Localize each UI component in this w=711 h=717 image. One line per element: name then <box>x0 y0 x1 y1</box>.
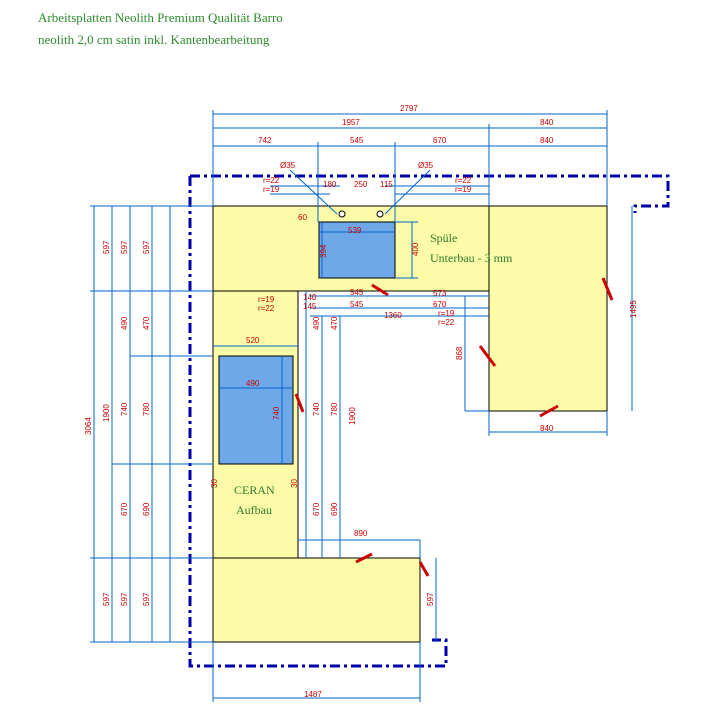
dim-840: 840 <box>540 136 554 145</box>
dim-left-597-e: 597 <box>120 592 129 606</box>
tap-hole-left <box>338 210 346 218</box>
worktop-bottom <box>212 557 421 643</box>
dim-hob-outer: 520 <box>246 336 260 345</box>
dim-mid-490: 490 <box>312 316 321 330</box>
dim-left-470: 470 <box>142 316 151 330</box>
dim-670b: 670 <box>433 300 447 309</box>
dim-545: 545 <box>350 136 364 145</box>
dim-868: 868 <box>455 346 464 360</box>
dim-1495: 1495 <box>629 300 638 318</box>
hob-label: CERAN <box>234 483 275 497</box>
dim-180: 180 <box>323 180 337 189</box>
dim-670: 670 <box>433 136 447 145</box>
dim-left-597-d: 597 <box>102 592 111 606</box>
dim-545c: 545 <box>350 300 364 309</box>
dim-mid-470: 470 <box>330 316 339 330</box>
dim-r19-c: r=19 <box>258 295 275 304</box>
dim-left-670: 670 <box>120 502 129 516</box>
dim-left-490: 490 <box>120 316 129 330</box>
dim-mid-740: 740 <box>312 402 321 416</box>
dim-145: 145 <box>303 302 317 311</box>
dim-upper-left: 1957 <box>342 118 360 127</box>
dim-left-597-b: 597 <box>120 240 129 254</box>
dim-r22-c: r=22 <box>258 304 275 313</box>
header-title-line1: Arbeitsplatten Neolith Premium Qualität … <box>38 10 283 25</box>
joint-marks <box>294 277 614 577</box>
sink-label: Spüle <box>430 231 457 245</box>
worktop-right <box>488 205 608 412</box>
dim-mid-780: 780 <box>330 402 339 416</box>
dim-left-597-f: 597 <box>142 592 151 606</box>
dim-dia-right: Ø35 <box>418 161 434 170</box>
dim-1487: 1487 <box>304 690 322 699</box>
dim-r19-b: r=19 <box>455 185 472 194</box>
dim-hob-small-left: 30 <box>210 479 219 488</box>
header-title-line2: neolith 2,0 cm satin inkl. Kantenbearbei… <box>38 32 270 47</box>
sink-cutout <box>318 221 396 279</box>
dim-mid-1900: 1900 <box>348 407 357 425</box>
dim-r22-b: r=22 <box>455 176 472 185</box>
dim-890: 890 <box>354 529 368 538</box>
dim-mid-690: 690 <box>330 502 339 516</box>
wall-outline <box>188 174 670 668</box>
dim-upper-right: 840 <box>540 118 554 127</box>
dim-hob-small-right: 30 <box>290 479 299 488</box>
dim-r19-a: r=19 <box>263 185 280 194</box>
dim-573: 573 <box>433 289 447 298</box>
dim-60: 60 <box>298 213 307 222</box>
dim-sink-height: 394 <box>319 244 328 258</box>
dim-140: 140 <box>303 293 317 302</box>
dim-3064: 3064 <box>84 417 93 435</box>
dim-hob-height: 740 <box>272 406 281 420</box>
dim-115: 115 <box>380 180 393 189</box>
dim-left-597-a: 597 <box>102 240 111 254</box>
dimension-lines <box>90 110 633 702</box>
dim-left-597-c: 597 <box>142 240 151 254</box>
dim-r22-d: r=22 <box>438 318 455 327</box>
dim-bottom-597: 597 <box>426 592 435 606</box>
hob-mount-label: Aufbau <box>236 503 272 517</box>
tap-hole-right <box>376 210 384 218</box>
dim-sink-height-outer: 400 <box>411 242 420 256</box>
dim-total-width: 2797 <box>400 104 418 113</box>
dim-sink-width: 539 <box>348 226 362 235</box>
dim-r22-a: r=22 <box>263 176 280 185</box>
dim-1360: 1360 <box>384 311 402 320</box>
hob-cutout <box>218 355 294 465</box>
dim-left-1900: 1900 <box>102 404 111 422</box>
dim-left-780: 780 <box>142 402 151 416</box>
dim-mid-670: 670 <box>312 502 321 516</box>
dim-left-690: 690 <box>142 502 151 516</box>
dim-545b: 545 <box>350 288 364 297</box>
dim-hob-width: 490 <box>246 379 260 388</box>
dim-dia-left: Ø35 <box>280 161 296 170</box>
dim-742: 742 <box>258 136 272 145</box>
dim-left-740: 740 <box>120 402 129 416</box>
sink-mount-label: Unterbau - 3 mm <box>430 251 513 265</box>
dim-840b: 840 <box>540 424 554 433</box>
dim-r19-d: r=19 <box>438 309 455 318</box>
dim-250: 250 <box>354 180 368 189</box>
